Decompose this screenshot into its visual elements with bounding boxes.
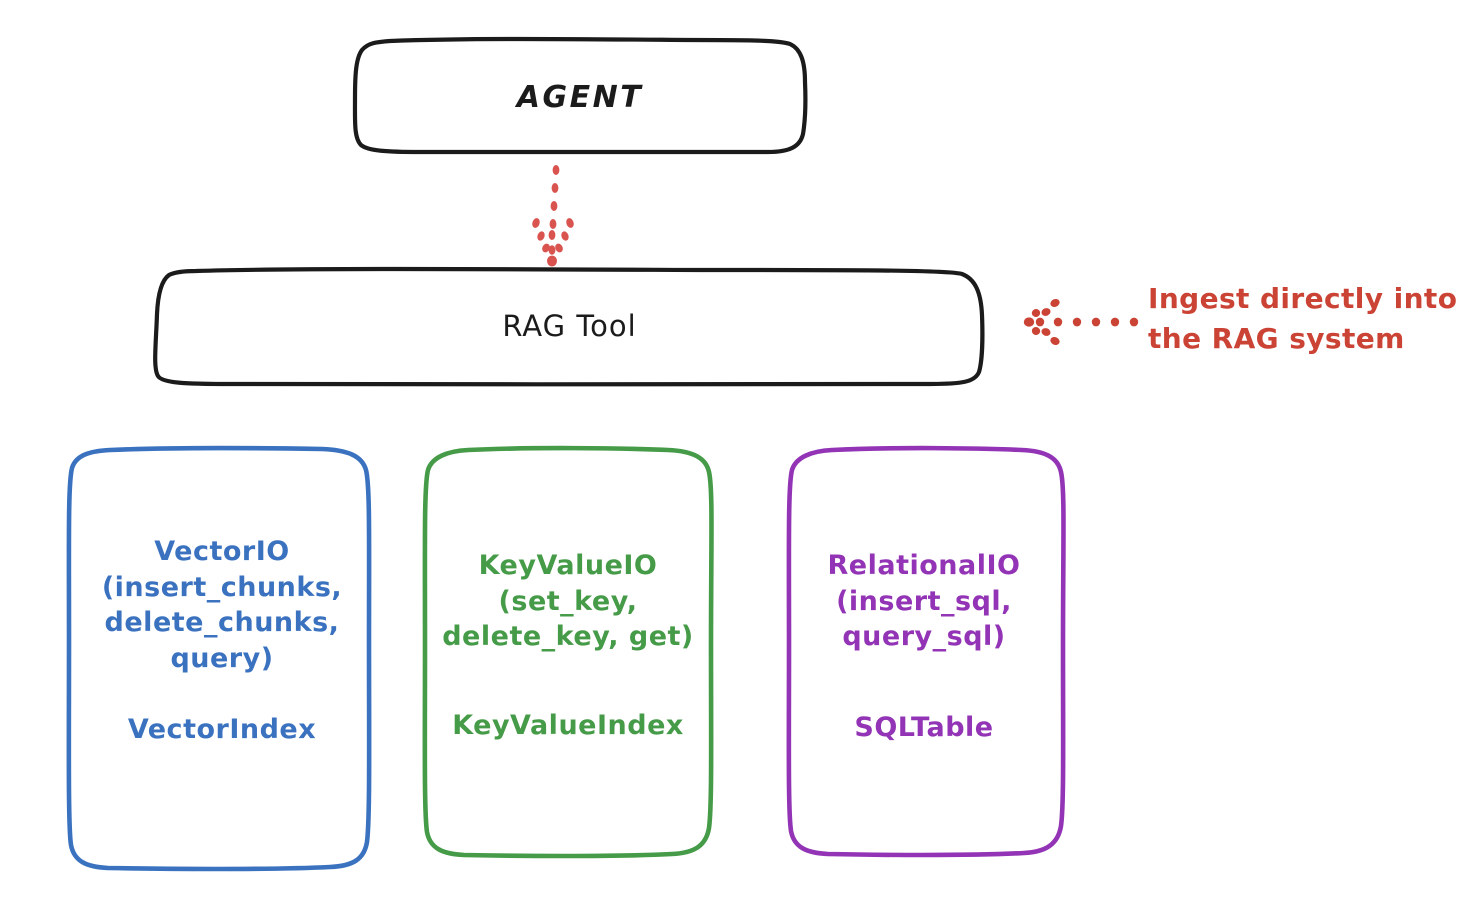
vector-io-node[interactable] xyxy=(66,445,372,872)
agent-box-outline xyxy=(352,36,808,155)
rag-tool-box-outline xyxy=(153,266,985,387)
connector-agent-to-rag-tool xyxy=(532,165,574,267)
vector-io-box-outline xyxy=(66,445,372,872)
relational-io-node[interactable] xyxy=(786,445,1066,858)
key-value-io-node[interactable] xyxy=(422,445,714,859)
key-value-io-box-outline xyxy=(422,445,714,859)
connector-note-to-rag-tool xyxy=(1023,299,1139,345)
rag-tool-node[interactable] xyxy=(153,266,985,387)
relational-io-box-outline xyxy=(786,445,1066,858)
agent-node[interactable] xyxy=(352,36,808,155)
